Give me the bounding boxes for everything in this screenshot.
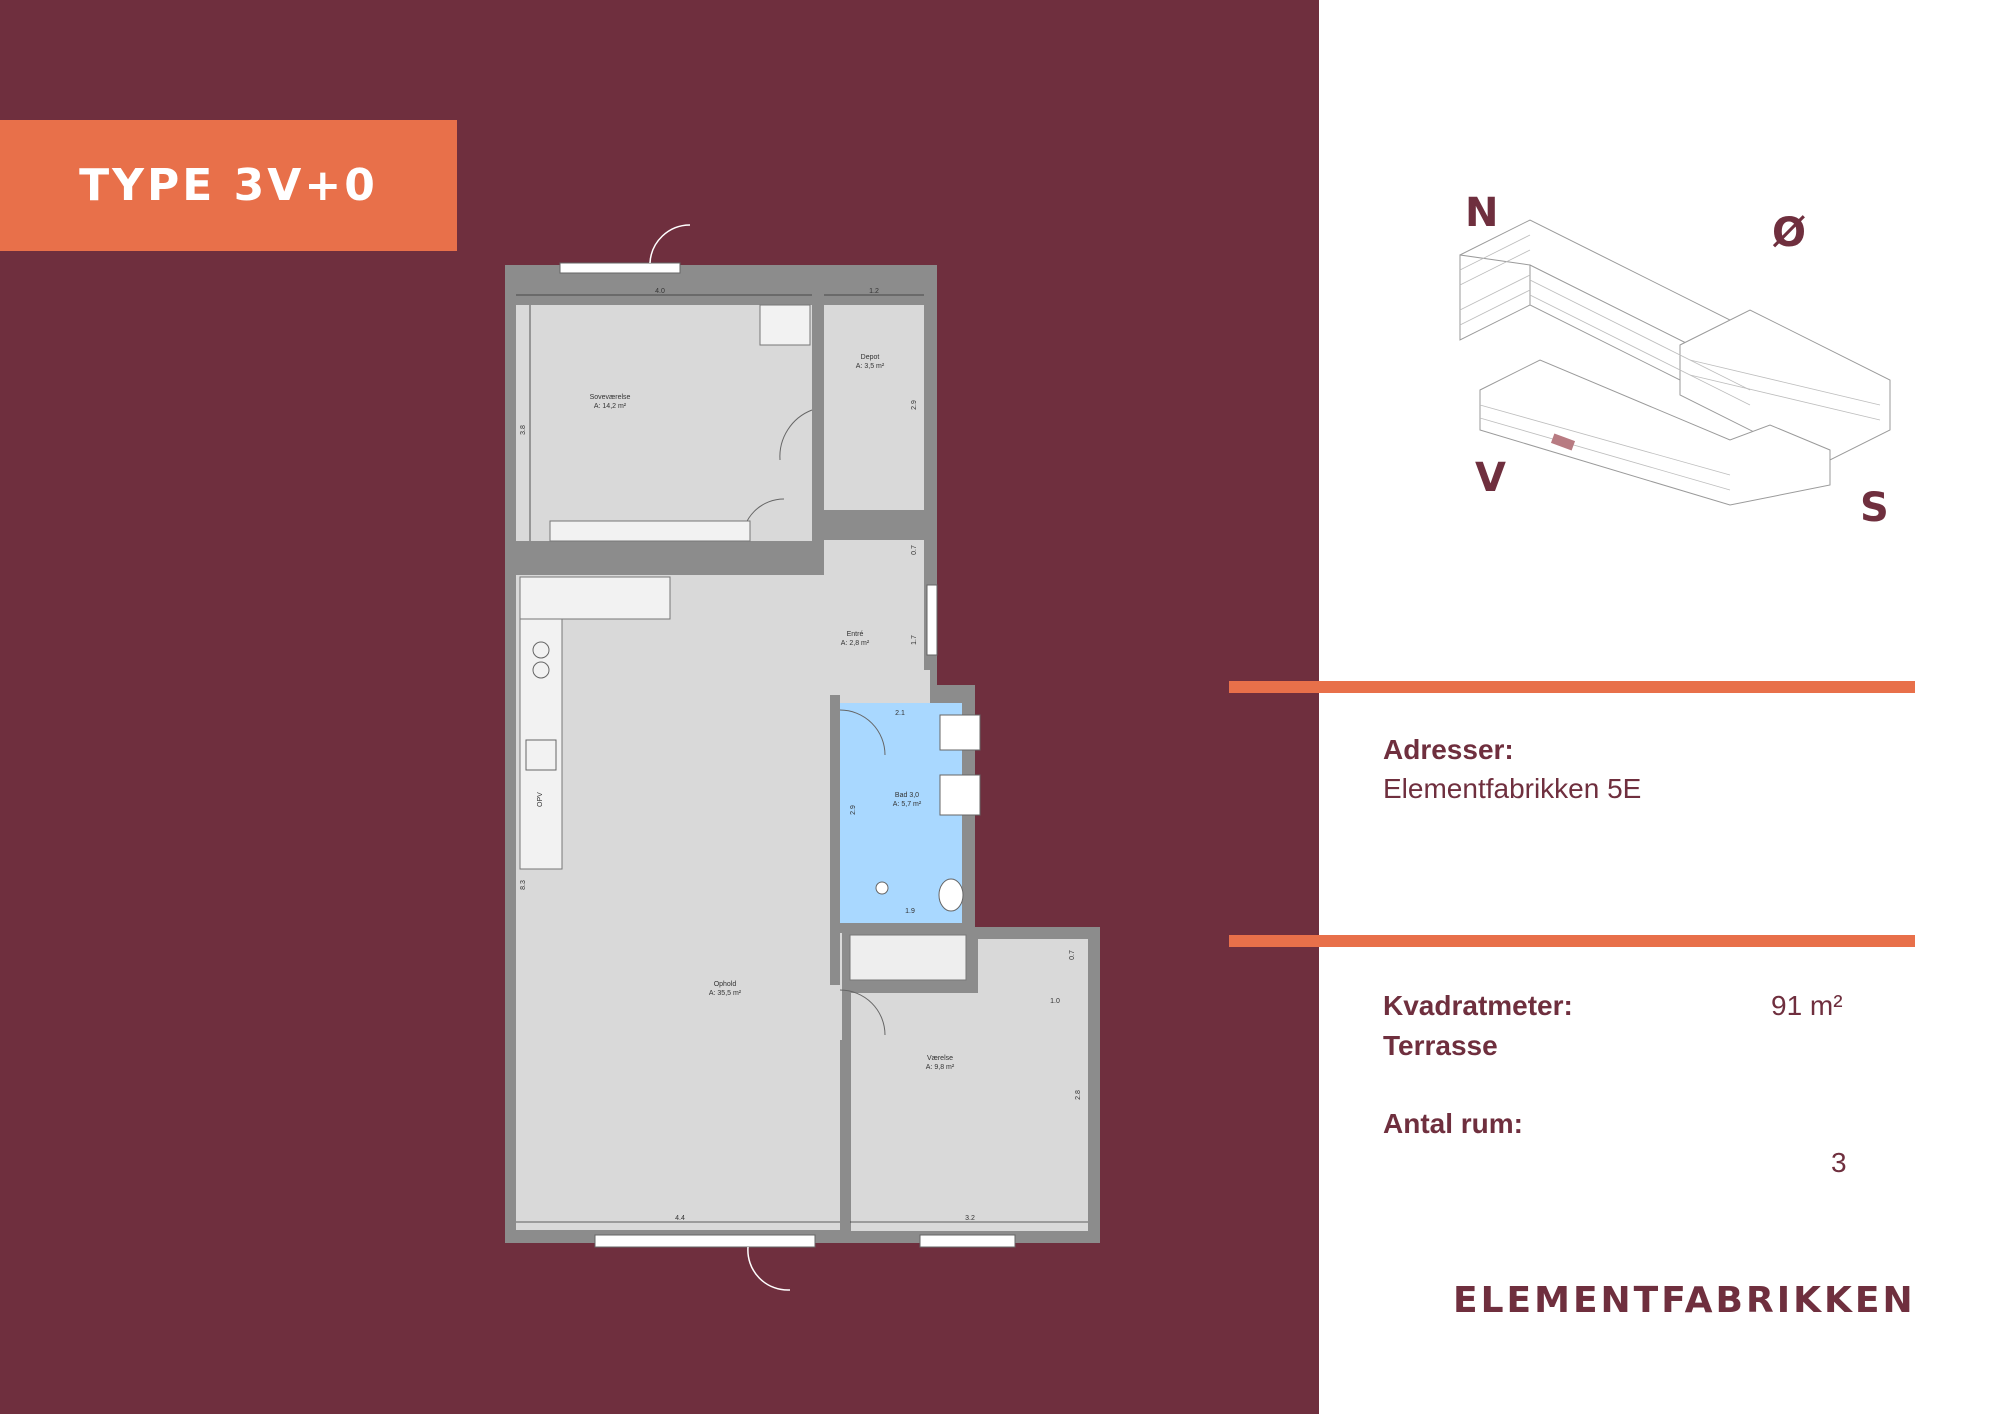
wall-depot-hall: [824, 510, 924, 520]
dim-bad-height: 2.9: [850, 805, 857, 815]
dim-entre-small: 0.7: [911, 545, 918, 555]
area-value: 91 m²: [1771, 990, 1843, 1021]
door-entrance: [649, 224, 691, 264]
dim-vaer-small: 0.7: [1069, 950, 1076, 960]
compass-west: V: [1475, 455, 1506, 501]
dim-depot-height: 2.9: [911, 400, 918, 410]
dim-sov-height: 3.8: [520, 425, 527, 435]
room-entre-area: A: 2,8 m²: [841, 640, 870, 647]
dim-top-left: 4.0: [655, 288, 665, 295]
dim-bottom-left: 4.4: [675, 1215, 685, 1222]
building-east-wing: [1679, 309, 1891, 466]
room-bad-area: A: 5,7 m²: [893, 801, 922, 808]
window-room: [919, 1234, 1016, 1248]
room-bad-name: Bad 3,0: [895, 792, 919, 799]
terrace-label: Terrasse: [1383, 1030, 1498, 1061]
kitchen-counter-top: [519, 576, 671, 620]
compass-north: N: [1465, 190, 1499, 236]
unit-marker: [1550, 433, 1576, 451]
door-depot: [779, 409, 813, 461]
wall-room-left: [840, 1040, 850, 1230]
bath-cabinet: [939, 714, 981, 751]
address-label: Adresser:: [1383, 734, 1514, 765]
dim-vaer-height: 2.8: [1075, 1090, 1082, 1100]
room-entre-name: Entré: [847, 631, 864, 638]
door-room: [839, 989, 886, 1036]
room-floor: [851, 993, 1088, 1231]
door-bath: [839, 709, 886, 756]
depot-floor: [824, 305, 924, 510]
room-sovevaerelse-name: Soveværelse: [590, 394, 631, 401]
floor-plan: OPV 4.0 1.2 3.8 2.9 0.7 1.7 2.1 2.9 1.9 …: [505, 224, 1100, 1291]
wall-bath-left: [830, 695, 840, 985]
room-ophold-area: A: 35,5 m²: [709, 990, 742, 997]
dim-bottom-right: 3.2: [965, 1215, 975, 1222]
room-vaerelse-area: A: 9,8 m²: [926, 1064, 955, 1071]
dim-vaer-width-top: 1.0: [1050, 998, 1060, 1005]
stove-burner-2: [532, 661, 550, 679]
bedroom-wardrobe: [549, 520, 751, 542]
bedroom-shelf: [759, 304, 811, 346]
door-terrace: [747, 1246, 791, 1291]
wall-bed-living: [516, 541, 774, 555]
room-depot-area: A: 3,5 m²: [856, 363, 885, 370]
compass-south: S: [1860, 485, 1889, 531]
window-hall: [926, 584, 938, 656]
divider-middle: [1229, 935, 1915, 947]
wall-bed-depot: [812, 305, 824, 460]
divider-top: [1229, 681, 1915, 693]
building-south-wing: [1479, 359, 1831, 506]
dim-ophold-height: 8.3: [520, 880, 527, 890]
floor-drain: [875, 881, 889, 895]
area-label: Kvadratmeter:: [1383, 990, 1573, 1021]
dim-top-right: 1.2: [869, 288, 879, 295]
sink: [525, 739, 557, 771]
living-floor: [516, 575, 842, 1230]
dim-entre-height: 1.7: [911, 635, 918, 645]
type-label: TYPE 3V+0: [79, 160, 378, 211]
rooms-label: Antal rum:: [1383, 1108, 1523, 1139]
room-vaerelse-name: Værelse: [927, 1055, 953, 1062]
room-depot-name: Depot: [861, 354, 880, 361]
dim-bad-bottom: 1.9: [905, 908, 915, 915]
bath-sink: [939, 774, 981, 816]
wardrobe: [849, 934, 967, 981]
room-ophold-name: Ophold: [714, 981, 737, 988]
address-value: Elementfabrikken 5E: [1383, 773, 1642, 804]
toilet: [938, 878, 964, 912]
room-sovevaerelse-area: A: 14,2 m²: [594, 403, 627, 410]
kitchen-counter-side: [519, 618, 563, 870]
wall-bath-bottom: [840, 923, 975, 933]
fridge-label: OPV: [537, 792, 544, 807]
dim-bad-width: 2.1: [895, 710, 905, 717]
brand-logo: ELEMENTFABRIKKEN: [1453, 1280, 1916, 1321]
compass-east: Ø: [1772, 210, 1807, 256]
room-upper-floor: [978, 939, 1088, 999]
building-sketch: [1459, 219, 1891, 506]
rooms-value: 3: [1831, 1147, 1847, 1178]
window-bedroom: [559, 262, 681, 274]
type-banner: TYPE 3V+0: [0, 120, 457, 251]
window-living: [594, 1234, 816, 1248]
stove-burner-1: [532, 641, 550, 659]
